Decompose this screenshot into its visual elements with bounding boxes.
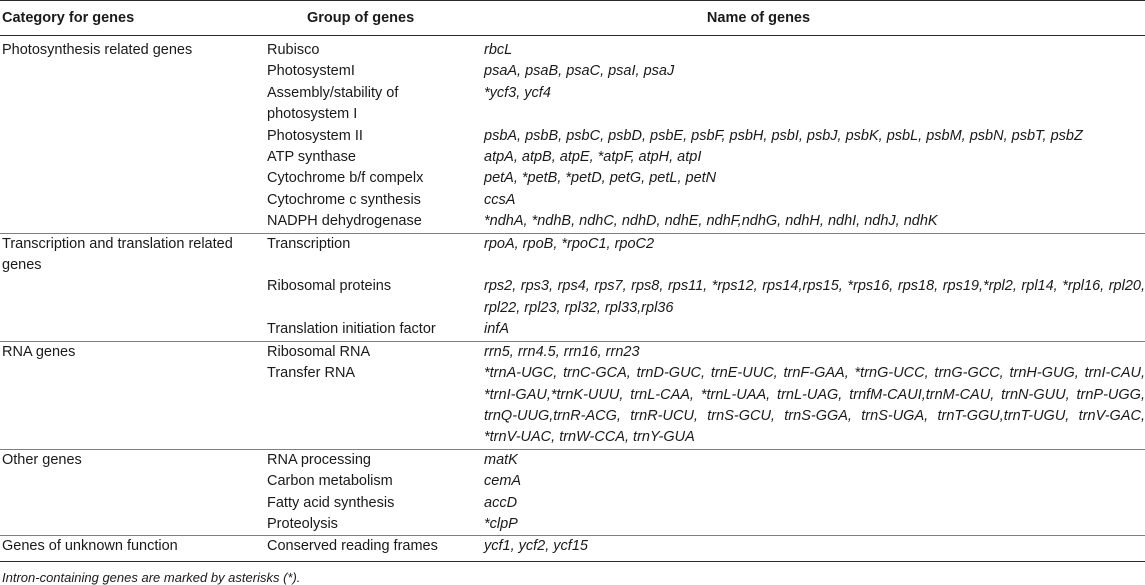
category-cell: RNA genes [0,340,263,364]
header-group: Group of genes [263,0,482,36]
category-cell: Other genes [0,448,263,472]
group-cell: Photosystem II [267,127,363,144]
category-cell: Genes of unknown function [0,535,263,558]
group-cell: Conserved reading frames [263,535,482,558]
genes-cell: *ndhA, *ndhB, ndhC, ndhD, ndhE, ndhF,ndh… [484,213,938,230]
genes-cell: rps2, rps3, rps4, rps7, rps8, rps11, *rp… [484,278,1145,316]
genes-cell: psbA, psbB, psbC, psbD, psbE, psbF, psbH… [484,127,1083,144]
category-cell [0,363,263,449]
category-cell: Transcription and translation related ge… [0,232,263,277]
category-cell [0,147,263,168]
table-row: Assembly/stability of photosystem I *ycf… [0,83,1145,126]
table-row: PhotosystemI psaA, psaB, psaC, psaI, psa… [0,61,1145,82]
table-row: Photosystem II psbA, psbB, psbC, psbD, p… [0,126,1145,147]
table-row: RNA genes Ribosomal RNA rrn5, rrn4.5, rr… [0,340,1145,364]
group-cell: Proteolysis [267,515,338,532]
group-cell: Rubisco [267,42,320,58]
genes-cell: atpA, atpB, atpE, *atpF, atpH, atpI [484,149,702,166]
table-row: Transfer RNA *trnA-UGC, trnC-GCA, trnD-G… [0,363,1145,449]
genes-cell: rpoA, rpoB, *rpoC1, rpoC2 [482,232,1145,277]
genes-cell: psaA, psaB, psaC, psaI, psaJ [484,63,675,80]
table-row: Ribosomal proteins rps2, rps3, rps4, rps… [0,276,1145,319]
category-cell [0,126,263,147]
group-cell: Fatty acid synthesis [267,494,395,511]
table-row: Genes of unknown function Conserved read… [0,535,1145,558]
table-row: ATP synthase atpA, atpB, atpE, *atpF, at… [0,147,1145,168]
table-row: Proteolysis *clpP [0,514,1145,536]
category-cell: Photosynthesis related genes [2,42,193,58]
table-row: NADPH dehydrogenase *ndhA, *ndhB, ndhC, … [0,211,1145,233]
group-cell: RNA processing [263,448,482,472]
gene-table: Category for genes Group of genes Name o… [0,0,1145,558]
table-row: Other genes RNA processing matK [0,448,1145,472]
group-cell: Carbon metabolism [267,473,393,490]
genes-cell: accD [484,494,518,511]
genes-cell: *clpP [484,515,518,532]
table-row: Photosynthesis related genes Rubisco rbc… [0,36,1145,62]
table-row: Fatty acid synthesis accD [0,493,1145,514]
table-row: Cytochrome c synthesis ccsA [0,190,1145,211]
genes-cell: *ycf3, ycf4 [484,84,551,101]
category-cell [0,190,263,211]
table-row: Transcription and translation related ge… [0,232,1145,277]
group-cell: Transcription [263,232,482,277]
category-cell [0,319,263,341]
group-cell: Ribosomal proteins [267,278,392,295]
genes-cell: ccsA [484,191,516,208]
genes-cell: petA, *petB, *petD, petG, petL, petN [484,170,717,187]
header-name: Name of genes [482,0,1145,36]
group-cell: ATP synthase [267,149,356,166]
table-row: Translation initiation factor infA [0,319,1145,341]
category-cell [0,168,263,189]
category-cell [0,493,263,514]
genes-cell: infA [484,321,509,338]
genes-cell: ycf1, ycf2, ycf15 [482,535,1145,558]
genes-cell: cemA [484,473,522,490]
genes-cell: matK [482,448,1145,472]
category-cell [0,211,263,233]
table-footnote: Intron-containing genes are marked by as… [2,569,301,585]
genes-cell: rbcL [484,42,513,58]
table-row: Carbon metabolism cemA [0,471,1145,492]
group-cell: NADPH dehydrogenase [267,213,422,230]
category-cell [0,471,263,492]
table-bottom-rule [0,560,1145,562]
category-cell [0,83,263,126]
category-cell [0,514,263,536]
group-cell: Assembly/stability of photosystem I [267,84,399,123]
table-row: Cytochrome b/f compelx petA, *petB, *pet… [0,168,1145,189]
genes-cell: rrn5, rrn4.5, rrn16, rrn23 [482,340,1145,364]
group-cell: Transfer RNA [267,365,356,382]
header-category: Category for genes [0,0,263,36]
group-cell: PhotosystemI [267,63,355,80]
group-cell: Ribosomal RNA [263,340,482,364]
group-cell: Cytochrome c synthesis [267,191,421,208]
genes-cell: *trnA-UGC, trnC-GCA, trnD-GUC, trnE-UUC,… [484,365,1145,446]
group-cell: Cytochrome b/f compelx [267,170,424,187]
category-cell [0,276,263,319]
group-cell: Translation initiation factor [267,321,436,338]
category-cell [0,61,263,82]
table-header-row: Category for genes Group of genes Name o… [0,0,1145,36]
